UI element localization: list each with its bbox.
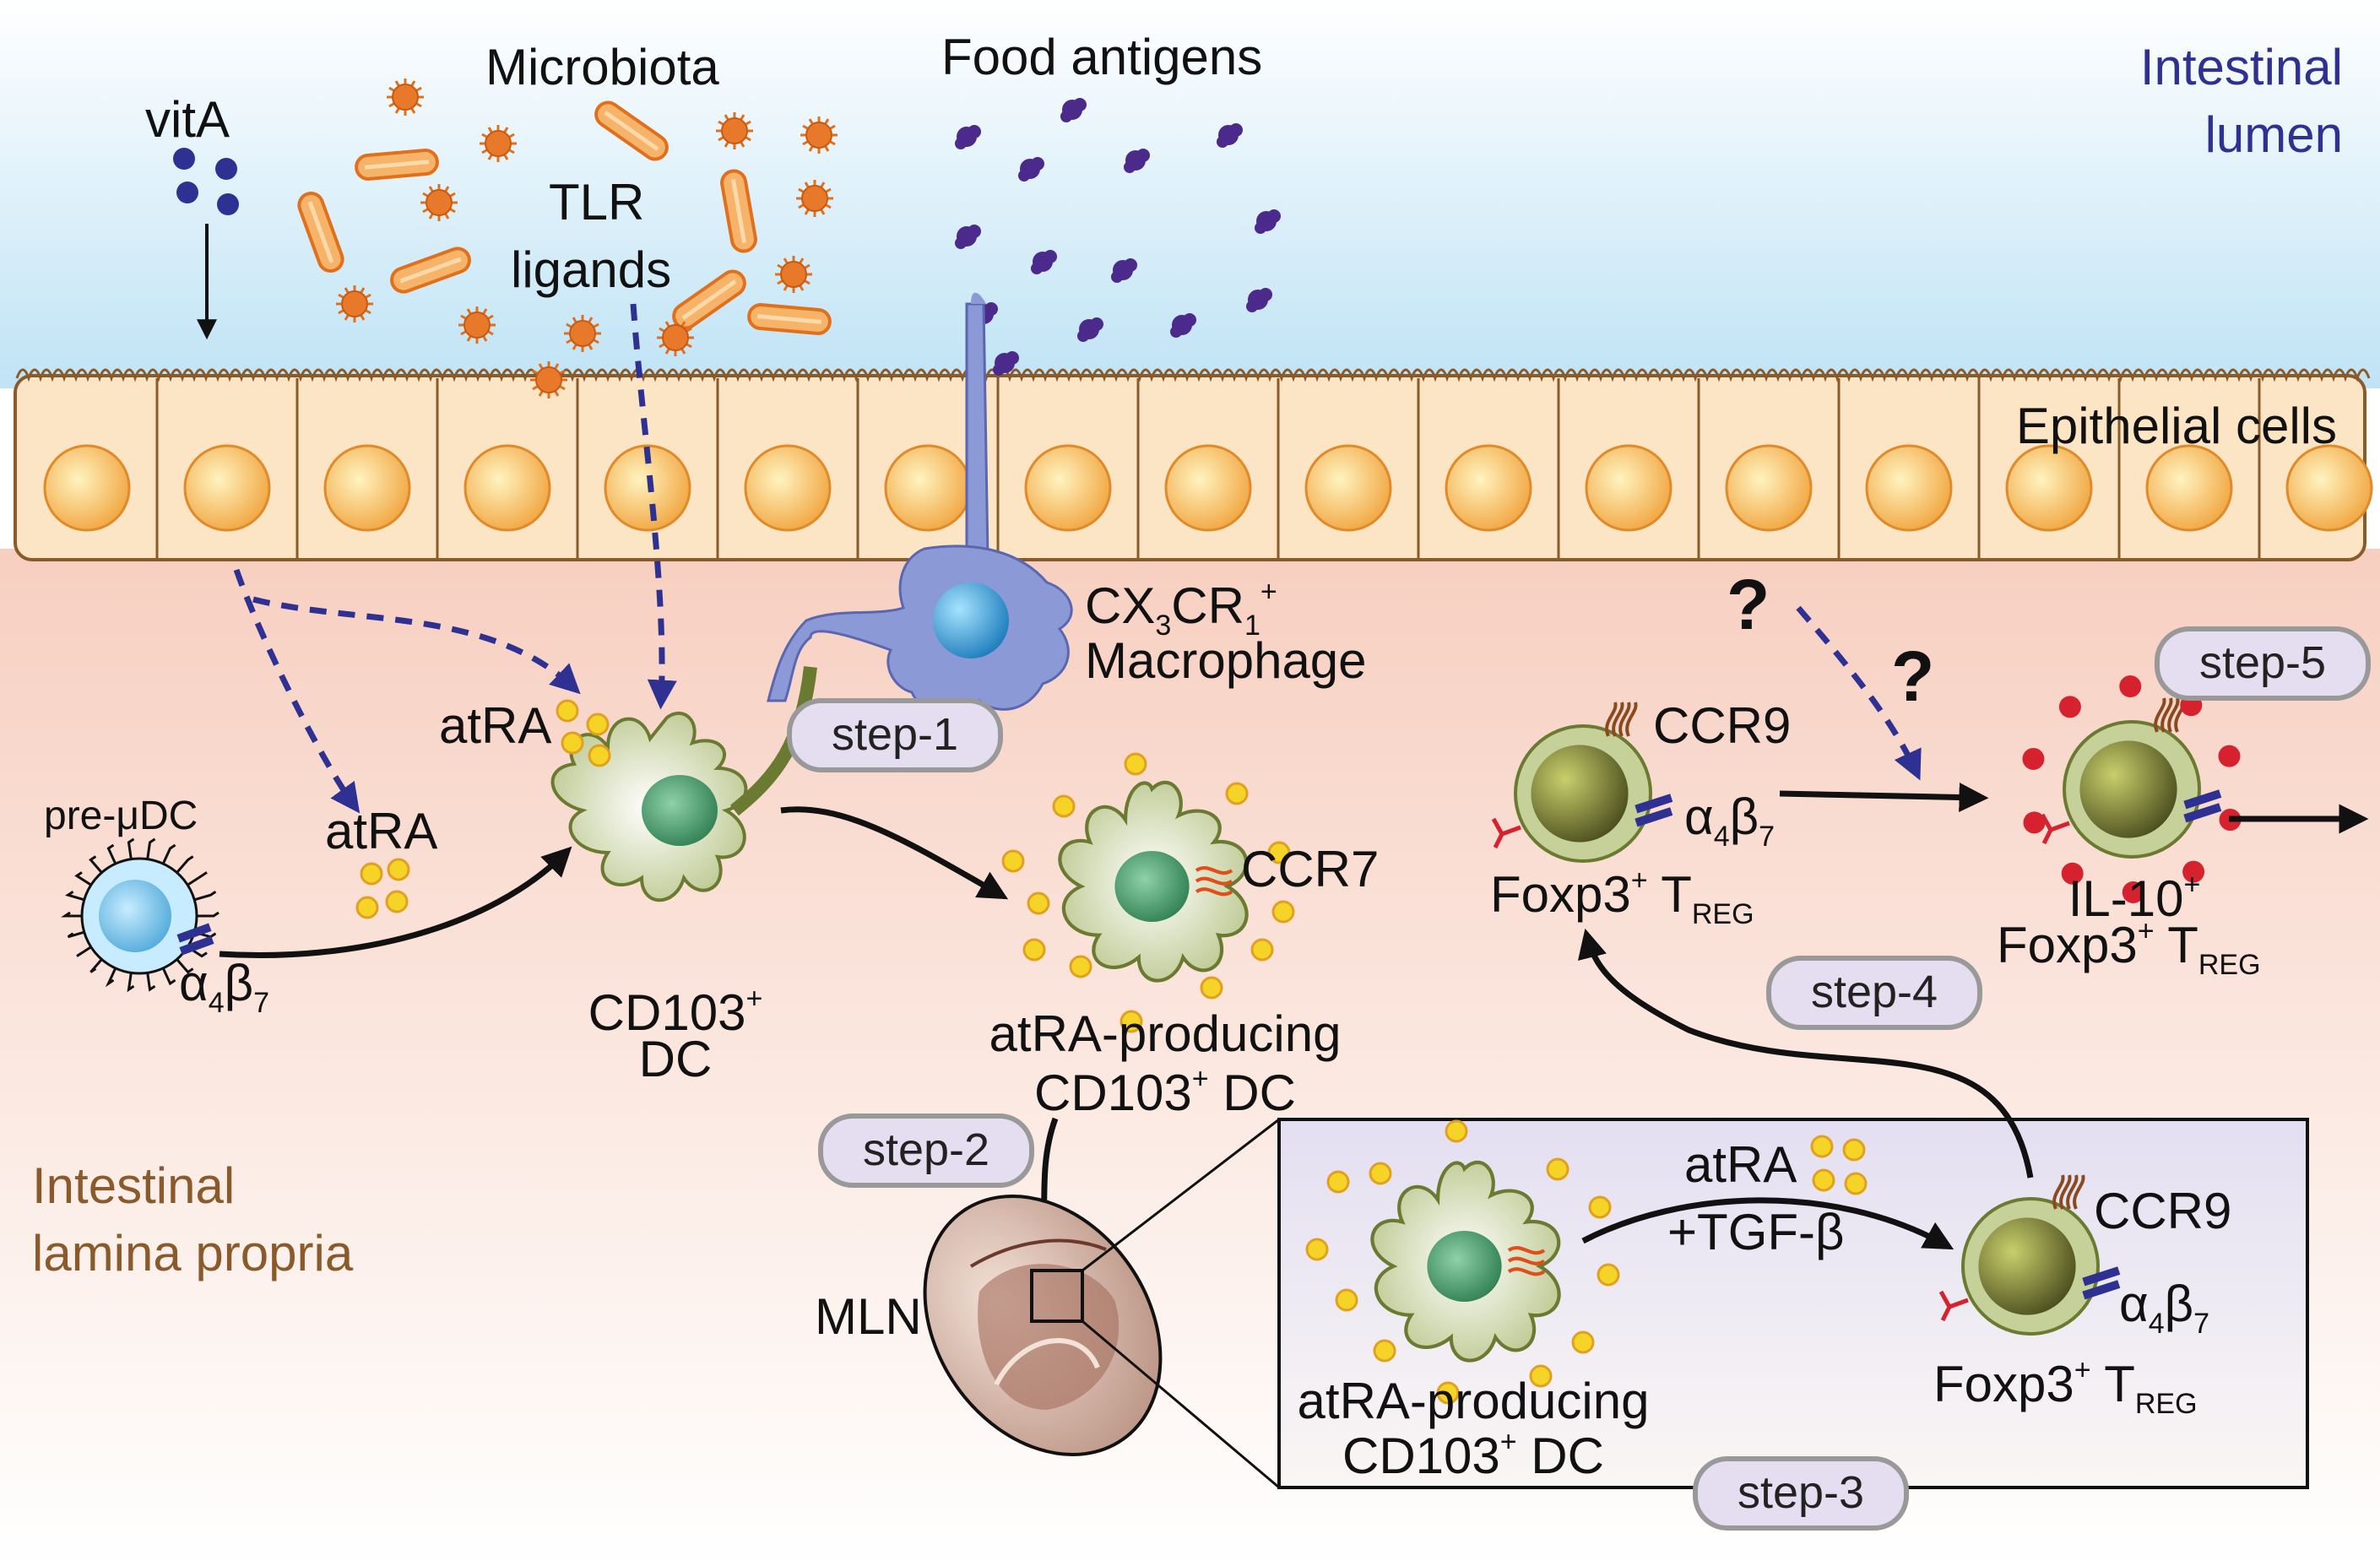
svg-text:step-3: step-3 xyxy=(1738,1467,1864,1518)
step-5-badge: step-5 xyxy=(2155,626,2371,701)
svg-text:step-4: step-4 xyxy=(1811,967,1938,1017)
inset-ccr9-label: CCR9 xyxy=(2094,1183,2231,1239)
il10-foxp3-treg-label: Foxp3+ TREG xyxy=(1997,915,2261,981)
arrow-inset-to-treg xyxy=(1577,928,2034,1179)
vita-label: vitA xyxy=(145,91,230,148)
microbiota-particles xyxy=(297,79,838,398)
epithelial-cells-label: Epithelial cells xyxy=(2016,398,2337,454)
atra-dots-left xyxy=(355,858,410,919)
step-1-badge: step-1 xyxy=(787,698,1003,772)
cx3cr1-macrophage xyxy=(767,292,1073,713)
arrow-preudc-to-dc xyxy=(219,846,572,958)
atra-label-left: atRA xyxy=(325,803,437,859)
svg-text:Macrophage: Macrophage xyxy=(1085,632,1367,689)
ccr7-label: CCR7 xyxy=(1241,841,1379,897)
inset-atra-producing-label-2: CD103+ DC xyxy=(1342,1426,1604,1484)
step-2-badge: step-2 xyxy=(818,1114,1034,1188)
svg-text:step-5: step-5 xyxy=(2199,637,2326,688)
food-antigens-label: Food antigens xyxy=(941,29,1262,85)
cd103-dc-label: CD103+ xyxy=(588,983,763,1041)
arrow-treg-to-il10-treg xyxy=(1779,782,1989,812)
inset-a4b7-label: α4β7 xyxy=(2119,1276,2209,1340)
step-4-badge: step-4 xyxy=(1766,956,1982,1030)
inset-tgf-label: +TGF-β xyxy=(1667,1204,1845,1260)
region-lumen-line2: lumen xyxy=(2205,106,2343,163)
mln-node xyxy=(923,1195,1163,1456)
il10-label: IL-10+ xyxy=(2068,869,2201,927)
region-lp-line1: Intestinal xyxy=(32,1157,235,1214)
inset-foxp3-treg-cell xyxy=(1938,1174,2121,1336)
atra-producing-label-1: atRA-producing xyxy=(989,1005,1342,1062)
region-lp-line2: lamina propria xyxy=(32,1225,354,1282)
inset-atra-producing-label-1: atRA-producing xyxy=(1298,1373,1650,1429)
question-mark-1: ? xyxy=(1727,565,1770,644)
pre-udc-label: pre-μDC xyxy=(44,794,198,838)
tlr-label-1: TLR xyxy=(549,174,644,230)
atra-dots-top xyxy=(556,699,611,767)
pre-udc-cell xyxy=(61,837,220,993)
il10-treg-cell xyxy=(2022,675,2242,903)
dashed-arrows xyxy=(233,303,1922,814)
arrow-dc-to-treg-inset xyxy=(1581,1197,1954,1250)
svg-text:step-2: step-2 xyxy=(863,1124,989,1175)
inset-atra-dots xyxy=(1810,1135,1868,1195)
arrow-dc-to-atra-dc xyxy=(780,806,1009,900)
atra-producing-dc-cell xyxy=(1001,752,1295,1033)
svg-text:step-1: step-1 xyxy=(832,709,958,760)
pre-udc-a4b7: α4β7 xyxy=(179,955,269,1019)
inset-atra-dc-cell xyxy=(1305,1119,1620,1405)
microbiota-label: Microbiota xyxy=(485,39,719,95)
foxp3-treg-label: Foxp3+ TREG xyxy=(1490,864,1754,930)
inset-connector-bottom xyxy=(1082,1319,1280,1489)
cx3cr1-label: CX3CR1+ Macrophage xyxy=(1085,576,1367,689)
inset-connector-top xyxy=(1082,1118,1280,1272)
svg-text:CX3CR1+: CX3CR1+ xyxy=(1085,576,1277,642)
dc-label: DC xyxy=(639,1031,713,1087)
inset-atra-label: atRA xyxy=(1684,1136,1797,1193)
ccr9-label: CCR9 xyxy=(1653,697,1791,754)
mln-label: MLN xyxy=(815,1288,922,1345)
food-antigen-particles xyxy=(955,98,1281,376)
tlr-label-2: ligands xyxy=(511,241,671,298)
atra-label-top: atRA xyxy=(439,697,551,754)
step-3-badge: step-3 xyxy=(1693,1456,1909,1531)
inset-foxp3-treg-label: Foxp3+ TREG xyxy=(1933,1354,2198,1420)
question-mark-2: ? xyxy=(1891,637,1934,716)
foxp3-treg-cell xyxy=(1491,702,1673,863)
treg-a4b7-label: α4β7 xyxy=(1684,788,1775,853)
atra-producing-label-2: CD103+ DC xyxy=(1034,1063,1296,1121)
vita-dots xyxy=(173,148,239,215)
epithelium xyxy=(14,368,2373,561)
region-lumen-line1: Intestinal xyxy=(2140,39,2343,95)
